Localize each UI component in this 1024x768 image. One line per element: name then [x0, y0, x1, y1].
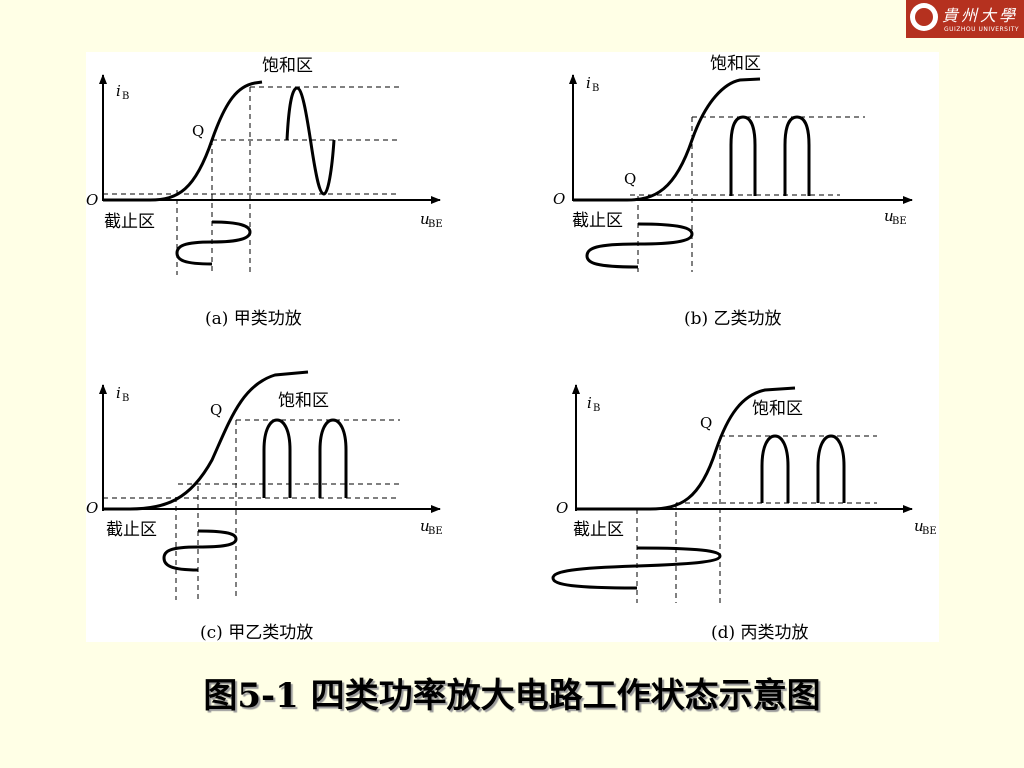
transfer-curve-d	[576, 386, 796, 511]
caption-d: (d) 丙类功放	[711, 623, 809, 643]
caption-c: (c) 甲乙类功放	[200, 623, 313, 643]
saturation-label-a: 饱和区	[262, 56, 313, 76]
ib-sub-c: B	[122, 393, 129, 404]
q-label-c: Q	[210, 401, 222, 419]
ube-label-a: u	[420, 210, 430, 228]
logo-text-cn: 貴州大學	[942, 6, 1019, 25]
caption-b: (b) 乙类功放	[684, 309, 782, 329]
output-pulse-b1	[729, 115, 757, 196]
ube-label-d: u	[914, 517, 924, 535]
origin-b: O	[553, 190, 565, 208]
saturation-label-d: 饱和区	[752, 399, 803, 419]
diagram-a: i B O Q 饱和区 截止区 u BE (a) 甲类功放	[86, 56, 443, 329]
transfer-curve-c	[103, 370, 309, 511]
ib-sub-b: B	[592, 83, 599, 94]
origin-a: O	[86, 191, 98, 209]
input-wave-c	[162, 529, 238, 572]
ube-label-c: u	[420, 517, 430, 535]
ube-label-b: u	[884, 207, 894, 225]
output-pulse-b2	[783, 115, 811, 196]
q-label-b: Q	[624, 170, 636, 188]
ube-sub-d: BE	[922, 526, 937, 537]
output-wave-a	[285, 86, 336, 196]
university-logo: 貴州大學 GUIZHOU UNIVERSITY	[906, 0, 1024, 38]
output-pulse-c2	[318, 418, 348, 498]
figure-caption: 图5-1 四类功率放大电路工作状态示意图	[203, 676, 821, 716]
q-label-a: Q	[192, 122, 204, 140]
origin-c: O	[86, 499, 98, 517]
cutoff-label-b: 截止区	[572, 211, 623, 231]
input-wave-b	[585, 222, 694, 269]
ib-label-a: i	[116, 82, 121, 100]
origin-d: O	[556, 499, 568, 517]
ib-sub-a: B	[122, 91, 129, 102]
ube-sub-a: BE	[428, 219, 443, 230]
diagram-d: i B O Q 饱和区 截止区 u BE (d) 丙类功放	[551, 384, 937, 643]
logo-text-en: GUIZHOU UNIVERSITY	[944, 26, 1020, 33]
ib-sub-d: B	[593, 403, 600, 414]
output-pulse-d1	[760, 434, 790, 503]
cutoff-label-d: 截止区	[573, 520, 624, 540]
ib-label-d: i	[587, 394, 592, 412]
ube-sub-c: BE	[428, 526, 443, 537]
cutoff-label-c: 截止区	[106, 520, 157, 540]
ube-sub-b: BE	[892, 216, 907, 227]
q-label-d: Q	[700, 414, 712, 432]
output-pulse-c1	[262, 418, 292, 498]
ib-label-b: i	[586, 74, 591, 92]
input-wave-d	[551, 546, 722, 590]
saturation-label-b: 饱和区	[710, 54, 761, 74]
ib-label-c: i	[116, 384, 121, 402]
caption-a: (a) 甲类功放	[205, 309, 302, 329]
diagram-b: i B O Q 饱和区 截止区 u BE (b) 乙类功放	[553, 54, 913, 329]
diagram-c: i B O Q 饱和区 截止区 u BE (c) 甲乙类功放	[86, 370, 443, 643]
cutoff-label-a: 截止区	[104, 212, 155, 232]
transfer-curve-b	[573, 77, 761, 202]
seal-icon	[910, 3, 938, 31]
saturation-label-c: 饱和区	[278, 391, 329, 411]
output-pulse-d2	[816, 434, 846, 503]
input-wave-a	[175, 220, 252, 266]
